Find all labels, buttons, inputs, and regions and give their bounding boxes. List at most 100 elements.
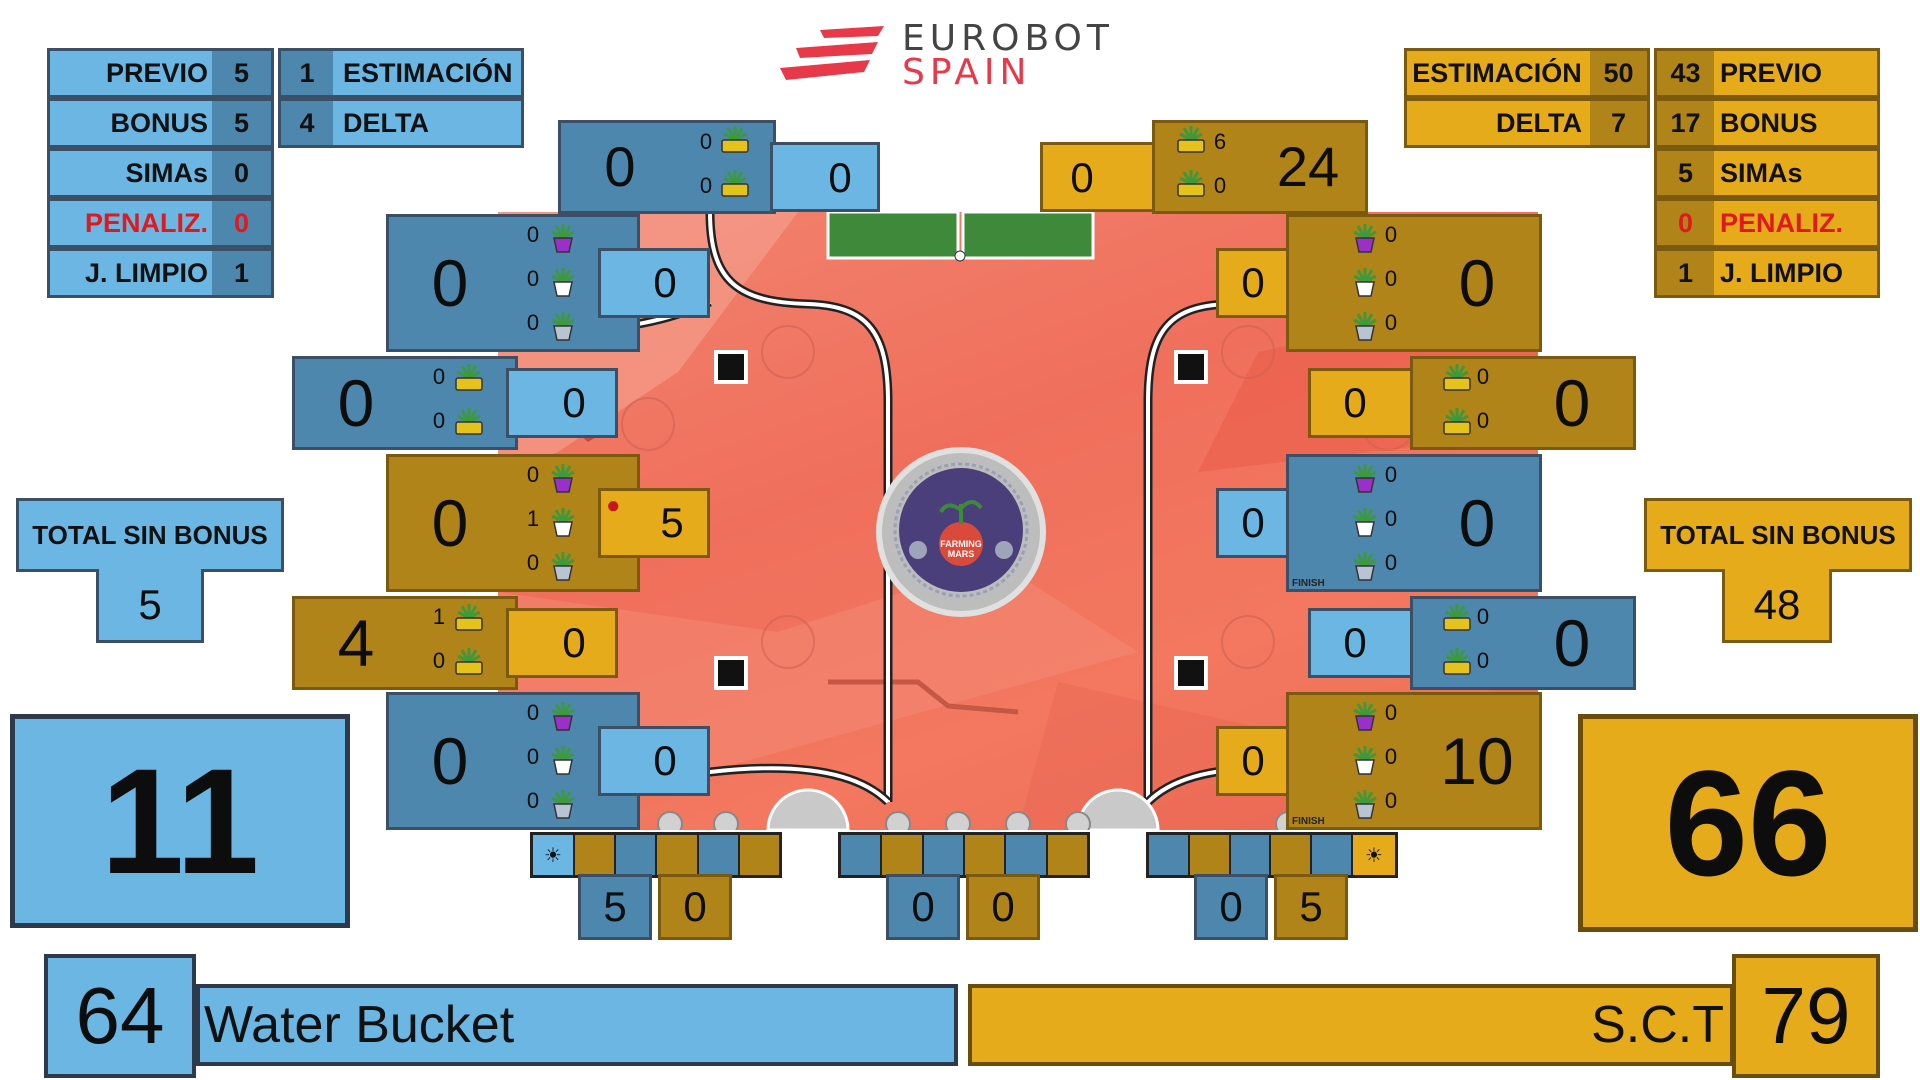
solar-count-blue: 0 (1219, 883, 1243, 930)
zone-score: 0 (431, 246, 469, 320)
zone-count: 0 (699, 129, 713, 154)
solar-strip-left: ☀ (530, 832, 782, 878)
blue-previo-label: PREVIO (105, 57, 208, 88)
zone-count: 0 (1384, 506, 1398, 531)
zone-score: 0 (431, 486, 469, 560)
zone-count: 6 (1213, 129, 1227, 154)
zone-score: 10 (1440, 724, 1514, 798)
planter-icon (1177, 126, 1205, 153)
zone-count: 0 (1476, 604, 1490, 629)
zone-points: 5 (660, 499, 684, 546)
zone-count: 0 (1476, 364, 1490, 389)
zone-count: 1 (526, 506, 540, 531)
ladybug-icon: ● (606, 492, 621, 519)
zone-points: 0 (1343, 619, 1367, 666)
gold-estim-value: 50 (1603, 57, 1634, 88)
zone-count: 0 (1384, 744, 1398, 769)
gold-team-name: S.C.T (1591, 996, 1724, 1054)
aruco-marker-icon (714, 350, 748, 384)
zone-count: 0 (1384, 462, 1398, 487)
zone-count: 0 (526, 788, 540, 813)
blue-limpio-value: 1 (233, 257, 250, 288)
zone-count: 0 (1384, 788, 1398, 813)
zone-points: 0 (1241, 737, 1265, 784)
zone-count: 0 (526, 462, 540, 487)
blue-delta-label: DELTA (343, 107, 429, 138)
blue-total-value: 5 (138, 580, 162, 628)
flower-pot-icon (1353, 508, 1377, 537)
solar-panel-icon: ☀ (533, 835, 575, 875)
zone-count: 0 (1476, 408, 1490, 433)
zone-score: 0 (1458, 246, 1496, 320)
flower-pot-icon (551, 790, 575, 819)
flower-pot-icon (1353, 224, 1377, 253)
zone-points: 0 (653, 737, 677, 784)
eurobot-logo: EUROBOT SPAIN (780, 18, 1160, 93)
zone-count: 0 (432, 648, 446, 673)
planter-icon (455, 648, 483, 675)
gold-penaliz-label: PENALIZ. (1720, 207, 1844, 238)
solar-count-gold: 0 (683, 883, 707, 930)
zone-count: 0 (1384, 310, 1398, 335)
gold-simas-num: 5 (1677, 157, 1694, 188)
blue-score-box (10, 714, 350, 928)
flower-pot-icon (1353, 464, 1377, 493)
gold-team-rank: 79 (1761, 971, 1851, 1060)
flower-pot-icon (551, 552, 575, 581)
zone-count: 0 (526, 310, 540, 335)
flower-pot-icon (551, 464, 575, 493)
blue-total-label: TOTAL SIN BONUS (32, 519, 268, 550)
zone-points: 0 (562, 619, 586, 666)
zone-score: 0 (337, 366, 375, 440)
logo-line1: EUROBOT (902, 18, 1114, 59)
zone-count: 0 (1384, 700, 1398, 725)
zone-score: 0 (1553, 606, 1591, 680)
gold-bonus-num: 17 (1670, 107, 1701, 138)
gold-delta-value: 7 (1610, 107, 1627, 138)
flower-pot-icon (551, 268, 575, 297)
zone-count: 0 (699, 173, 713, 198)
planter-icon (721, 170, 749, 197)
planter-icon (455, 364, 483, 391)
blue-limpio-label: J. LIMPIO (84, 257, 208, 288)
solar-count-blue: 5 (603, 883, 627, 930)
aruco-marker-icon (1174, 656, 1208, 690)
finish-flag-icon: FINISH (1292, 816, 1325, 827)
flower-pot-icon (551, 746, 575, 775)
planter-icon (721, 126, 749, 153)
gold-limpio-num: 1 (1677, 257, 1694, 288)
gold-delta-label: DELTA (1496, 107, 1582, 138)
zone-count: 1 (432, 604, 446, 629)
flower-pot-icon (1353, 268, 1377, 297)
gold-bonus-label: BONUS (1720, 107, 1818, 138)
zone-count: 0 (1384, 550, 1398, 575)
gold-team-name-box (968, 984, 1734, 1066)
zone-points: 0 (828, 154, 852, 201)
planter-icon (1443, 364, 1471, 391)
gold-limpio-label: J. LIMPIO (1720, 257, 1844, 288)
zone-points: 0 (1070, 154, 1094, 201)
zone-score: 24 (1276, 134, 1340, 198)
aruco-marker-icon (1174, 350, 1208, 384)
zone-points: 0 (653, 259, 677, 306)
flower-pot-icon (1353, 746, 1377, 775)
flower-pot-icon (1353, 312, 1377, 341)
planter-icon (455, 604, 483, 631)
zone-count: 0 (432, 408, 446, 433)
zone-count: 0 (526, 222, 540, 247)
blue-team-rank-box (44, 954, 196, 1078)
zone-score: 0 (431, 724, 469, 798)
zone-count: 0 (526, 700, 540, 725)
gold-total-label: TOTAL SIN BONUS (1660, 519, 1896, 550)
zone-count: 0 (526, 266, 540, 291)
flower-pot-icon (551, 224, 575, 253)
planter-icon (455, 408, 483, 435)
flower-pot-icon (1353, 702, 1377, 731)
blue-score: 11 (100, 736, 260, 905)
zone-count: 0 (432, 364, 446, 389)
solar-strip-right: ☀ (1146, 832, 1398, 878)
blue-team-rank: 64 (75, 971, 165, 1060)
planter-icon (1443, 648, 1471, 675)
planter-icon (1443, 604, 1471, 631)
zone-score: 0 (604, 134, 636, 198)
